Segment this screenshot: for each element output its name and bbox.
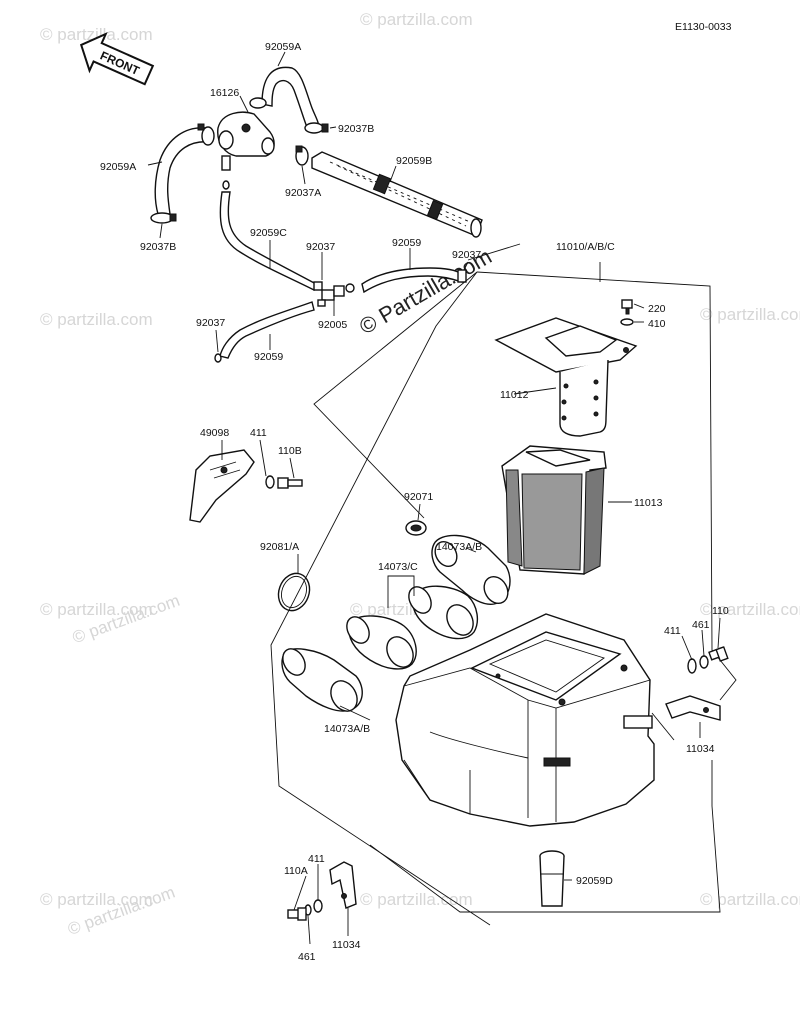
bracket-49098 — [189, 449, 255, 523]
clamp-92037-mid — [313, 281, 323, 291]
label-16126: 16126 — [210, 87, 239, 99]
label-11012: 11012 — [500, 389, 529, 401]
filter-element-11013 — [501, 445, 607, 575]
label-92037B-left: 92037B — [140, 241, 176, 253]
label-92071: 92071 — [404, 491, 433, 503]
washer-461-right — [699, 655, 709, 669]
valve-16126 — [217, 111, 275, 190]
label-14073C: 14073/C — [378, 561, 418, 573]
label-92059A-top: 92059A — [265, 41, 301, 53]
label-110-right: 110 — [712, 605, 729, 617]
drain-92059D — [539, 850, 565, 907]
hose-92059C — [219, 191, 317, 291]
bolt-110A — [287, 907, 307, 921]
air-cleaner-housing — [395, 613, 655, 827]
label-92059A-left: 92059A — [100, 161, 136, 173]
watermark-text: © partzilla.com — [700, 600, 800, 619]
label-411-right: 411 — [664, 625, 681, 637]
hose-92059B — [311, 151, 483, 238]
joint-92005 — [317, 283, 355, 307]
watermark-text: © partzilla.com — [40, 310, 153, 329]
label-92037-mid: 92037 — [306, 241, 335, 253]
label-49098: 49098 — [200, 427, 229, 439]
label-92037-low: 92037 — [196, 317, 225, 329]
diagram-code: E1130-0033 — [675, 21, 732, 33]
bracket-11034-low — [329, 861, 357, 909]
label-92059C: 92059C — [250, 227, 287, 239]
clamp-top-valve — [249, 97, 267, 109]
watermark-layer: © partzilla.com © partzilla.com © partzi… — [40, 10, 800, 939]
label-92059D: 92059D — [576, 875, 613, 887]
label-411-top: 411 — [250, 427, 267, 439]
washer-411-right — [687, 658, 697, 674]
screw-220 — [621, 299, 633, 315]
hose-92059A-left — [154, 127, 211, 215]
watermark-text: © partzilla.com — [360, 890, 473, 909]
hose-92059-low — [219, 301, 315, 359]
duct-14073C-front — [346, 615, 417, 670]
watermark-text: © partzilla.com — [700, 305, 800, 324]
washer-411-low — [313, 899, 323, 913]
label-11034-right: 11034 — [686, 743, 715, 755]
label-11034-low: 11034 — [332, 939, 361, 951]
washer-411-top — [265, 475, 275, 489]
label-92059-low: 92059 — [254, 351, 283, 363]
clamp-92037A — [295, 145, 309, 166]
label-92037A: 92037A — [285, 187, 321, 199]
cleaner-cover-11012 — [494, 317, 638, 437]
label-92081A: 92081/A — [260, 541, 299, 553]
duct-14073C-back — [408, 585, 479, 640]
duct-14073AB-top — [431, 534, 511, 605]
part-labels: 92059A 16126 92037B 92059A 92059B 92037A… — [100, 41, 729, 963]
label-92059-mid: 92059 — [392, 237, 421, 249]
label-461-low: 461 — [298, 951, 316, 963]
bracket-11034-right — [665, 695, 721, 721]
assembly-outline — [270, 243, 737, 926]
leader-lines — [147, 51, 721, 945]
label-110B: 110B — [278, 445, 302, 457]
bolt-110-right — [708, 646, 729, 662]
watermark-text: © partzilla.com — [40, 890, 153, 909]
label-92059B: 92059B — [396, 155, 432, 167]
label-110A: 110A — [284, 865, 308, 877]
label-11013: 11013 — [634, 497, 663, 509]
duct-14073AB-low — [281, 648, 363, 712]
label-411-low: 411 — [308, 853, 325, 865]
watermark-text: © partzilla.com — [360, 10, 473, 29]
label-92037B-top: 92037B — [338, 123, 374, 135]
clamp-92037B-top — [304, 122, 329, 134]
washer-410 — [620, 318, 634, 326]
label-14073AB-low: 14073A/B — [324, 723, 370, 735]
hose-92059A-top — [261, 66, 320, 131]
watermark-text: © partzilla.com — [40, 600, 153, 619]
watermark-text: © partzilla.com — [700, 890, 800, 909]
o-ring-inner — [281, 575, 307, 609]
watermark-text: © partzilla.com — [40, 25, 153, 44]
label-220: 220 — [648, 303, 666, 315]
label-410: 410 — [648, 318, 666, 330]
label-461-right: 461 — [692, 619, 710, 631]
clamp-92037-low — [214, 353, 222, 363]
label-92037-right: 92037 — [452, 249, 481, 261]
label-92005: 92005 — [318, 319, 347, 331]
clamp-92037-right — [457, 269, 467, 283]
label-11010: 11010/A/B/C — [556, 241, 615, 253]
breather-hose-assembly — [150, 66, 483, 363]
bolt-110B — [277, 477, 303, 489]
clamp-92037B-left — [150, 212, 177, 224]
label-14073AB-top: 14073A/B — [436, 541, 482, 553]
grommet-92071 — [405, 520, 427, 536]
o-ring-92081A — [277, 572, 311, 612]
clamp-left-valve — [197, 123, 215, 146]
